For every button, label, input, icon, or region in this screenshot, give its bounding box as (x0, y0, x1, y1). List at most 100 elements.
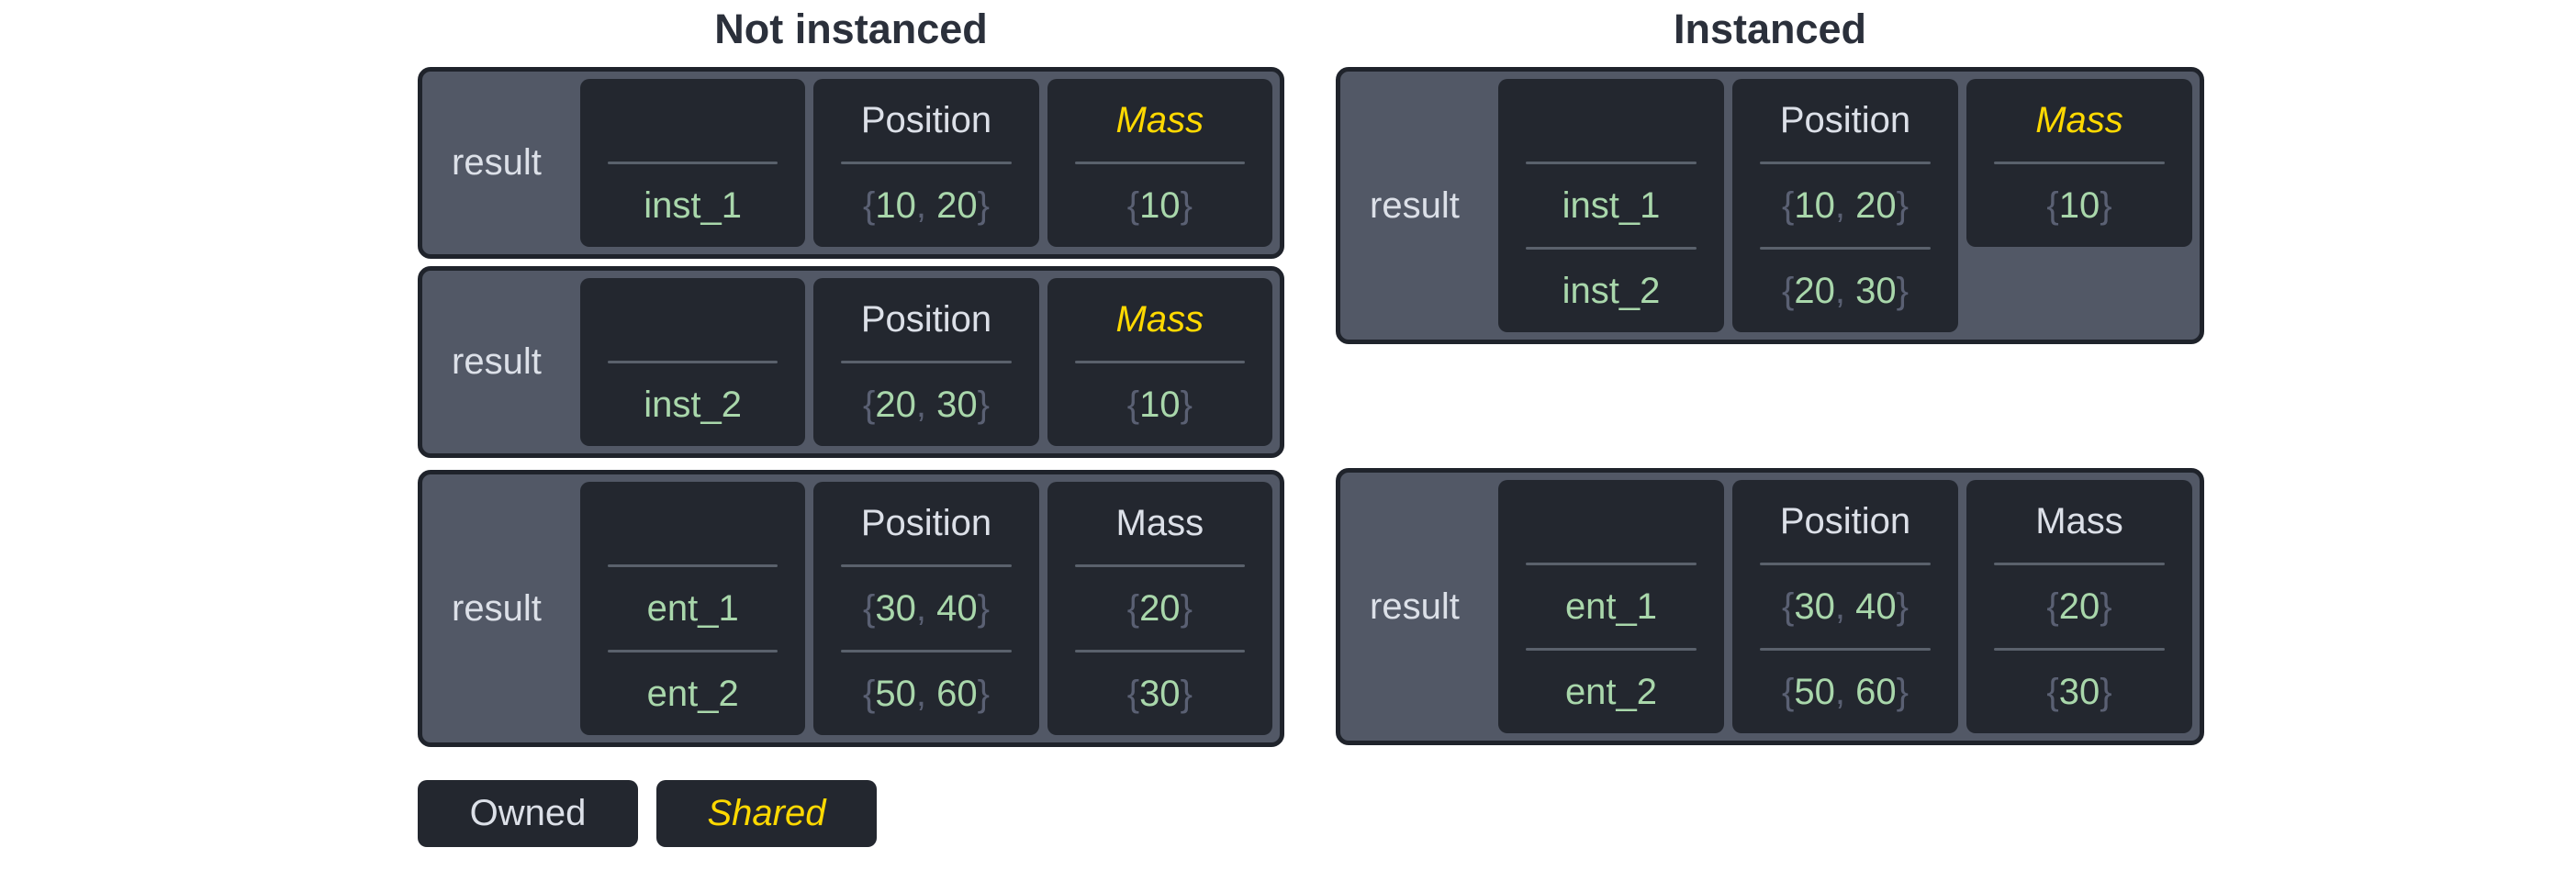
value-punct: } (977, 673, 990, 714)
value-number: 10 (875, 184, 916, 226)
value-number: 20 (1794, 270, 1835, 311)
column-header (1498, 480, 1724, 563)
cell-value: {20, 30} (1732, 250, 1958, 332)
value-number: 50 (1794, 671, 1835, 712)
value-punct: , (915, 673, 937, 714)
cell-value: {50, 60} (813, 652, 1038, 735)
value-punct: , (915, 587, 937, 629)
cell-value: inst_1 (580, 164, 805, 247)
value-punct: { (1126, 673, 1140, 714)
value-punct: { (2046, 586, 2059, 627)
divider (1994, 648, 2165, 651)
value-number: 10 (2058, 184, 2100, 226)
divider (1526, 162, 1697, 164)
value-number: 30 (1139, 673, 1181, 714)
value-punct: { (863, 184, 876, 226)
value-number: 60 (1855, 671, 1897, 712)
divider (1760, 563, 1931, 565)
divider (608, 564, 778, 567)
cell-value: {30, 40} (813, 567, 1038, 650)
value-punct: { (1782, 184, 1795, 226)
value-punct: } (1896, 184, 1909, 226)
cell-value: {20} (1047, 567, 1272, 650)
divider (1526, 247, 1697, 250)
entity-name: inst_2 (644, 384, 743, 425)
entity-name: ent_1 (646, 587, 739, 629)
value-number: 10 (1139, 384, 1181, 425)
panel-title-instanced: Instanced (1673, 6, 1867, 52)
value-punct: { (1126, 184, 1140, 226)
cell-entity: inst_2 (580, 278, 806, 446)
cell-value: {10, 20} (1732, 164, 1958, 247)
value-punct: } (1180, 184, 1193, 226)
value-punct: } (1180, 587, 1193, 629)
column-header: Position (860, 298, 992, 340)
divider (1074, 564, 1245, 567)
legend-owned: Owned (418, 780, 638, 847)
value-number: 20 (2058, 586, 2100, 627)
divider (1074, 650, 1245, 652)
divider (841, 361, 1012, 363)
column-header: Position (1779, 99, 1911, 140)
column-header: Mass (2035, 99, 2123, 140)
legend-shared: Shared (656, 780, 877, 847)
value-punct: { (863, 587, 876, 629)
column-header (580, 79, 805, 162)
value-number: 30 (875, 587, 916, 629)
column-header: Position (860, 502, 992, 543)
value-punct: { (863, 384, 876, 425)
entity-name: ent_1 (1564, 586, 1658, 627)
value-punct: , (1834, 270, 1856, 311)
entity-name: ent_2 (646, 673, 739, 714)
legend: Owned Shared (418, 780, 877, 847)
cell-value: ent_2 (580, 652, 805, 735)
cell-entity: ent_1 ent_2 (1498, 480, 1724, 733)
value-punct: { (1782, 671, 1795, 712)
cell-value: ent_2 (1498, 651, 1724, 733)
value-punct: } (1180, 384, 1193, 425)
divider (1074, 162, 1245, 164)
value-punct: { (1126, 587, 1140, 629)
divider (1526, 563, 1697, 565)
value-number: 60 (936, 673, 978, 714)
column-header: Mass (1115, 502, 1204, 543)
entity-name: inst_1 (1562, 184, 1661, 226)
divider (1760, 162, 1931, 164)
value-punct: , (1834, 184, 1856, 226)
cell-value: inst_2 (580, 363, 805, 446)
divider (1074, 361, 1245, 363)
cell-entity: inst_1 (580, 79, 806, 247)
cell-mass: Mass{20}{30} (1966, 480, 2192, 733)
divider (1994, 563, 2165, 565)
value-number: 30 (1794, 586, 1835, 627)
result-label: result (452, 341, 542, 382)
divider (841, 564, 1012, 567)
value-punct: , (1834, 671, 1856, 712)
value-punct: { (1126, 384, 1140, 425)
cell-value: ent_1 (1498, 565, 1724, 648)
cell-value: inst_2 (1498, 250, 1724, 332)
cell-mass: Mass{10} (1047, 278, 1272, 446)
value-punct: { (1782, 270, 1795, 311)
cell-mass: Mass{10} (1047, 79, 1272, 247)
divider (841, 162, 1012, 164)
cell-position: Position {30, 40}{50, 60} (813, 482, 1039, 735)
divider (608, 650, 778, 652)
table-cells: ent_1 ent_2 Position {30, 40}{50, 60} Mass {2… (580, 482, 1272, 735)
cell-entity: ent_1 ent_2 (580, 482, 806, 735)
cell-value: inst_1 (1498, 164, 1724, 247)
divider (608, 361, 778, 363)
value-number: 20 (936, 184, 978, 226)
value-punct: } (1896, 671, 1909, 712)
value-number: 10 (1139, 184, 1181, 226)
cell-mass: Mass{20}{30} (1047, 482, 1272, 735)
